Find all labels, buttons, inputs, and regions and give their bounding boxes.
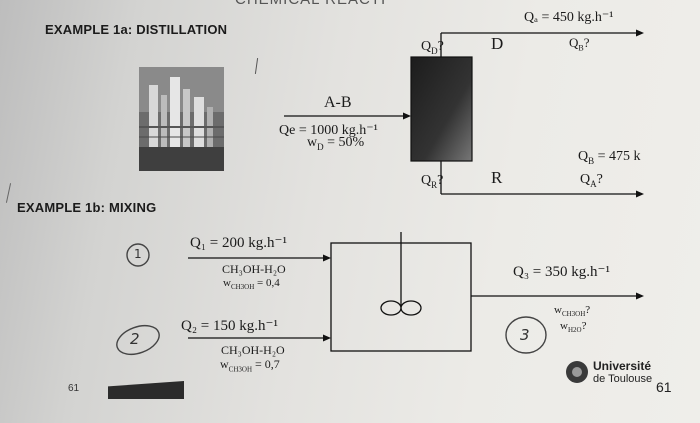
- stream2-fraction: wCH3OH = 0,7: [220, 357, 280, 374]
- page-number-right: 61: [656, 379, 672, 395]
- residue-qa: QA?: [580, 172, 603, 189]
- hand-number-3: 3: [520, 326, 530, 344]
- footer-bar: [108, 381, 184, 399]
- stream1-composition: CH₃OH-H₂O: [222, 262, 286, 276]
- feed-components: A-B: [324, 94, 352, 111]
- stream2-flow: Q₂ = 150 kg.h⁻¹: [181, 318, 278, 334]
- page-number-left: 61: [68, 383, 80, 394]
- residue-flow-unknown: QR?: [421, 173, 444, 190]
- column-bottom-label: R: [491, 168, 503, 187]
- hand-circle-3: [505, 316, 547, 354]
- university-name-line1: Université: [593, 359, 652, 373]
- stream2-composition: CH₃OH-H₂O: [221, 343, 285, 357]
- outlet-flow: Q₃ = 350 kg.h⁻¹: [513, 264, 610, 280]
- hand-number-2: 2: [130, 330, 140, 348]
- distillate-qa: Qₐ = 450 kg.h⁻¹: [524, 10, 614, 25]
- university-name-line2: de Toulouse: [593, 373, 653, 385]
- distillate-qb: QB?: [569, 35, 590, 53]
- distillation-plant-photo: [139, 67, 224, 171]
- distillate-flow-unknown: QD?: [421, 39, 444, 56]
- hand-circle-2: [116, 324, 160, 356]
- hand-number-1: 1: [134, 247, 142, 261]
- example1b-heading: EXAMPLE 1b: MIXING: [17, 200, 157, 215]
- column-top-label: D: [491, 34, 504, 53]
- stirrer-blade-left: [380, 300, 402, 316]
- top-cut-heading: CHEMICAL REACTI: [235, 0, 386, 8]
- feed-fraction: wD = 50%: [307, 135, 365, 152]
- outlet-fraction-water: wH2O?: [560, 320, 587, 335]
- stream1-flow: Q₁ = 200 kg.h⁻¹: [190, 235, 287, 251]
- example1a-heading: EXAMPLE 1a: DISTILLATION: [45, 22, 228, 37]
- stirrer-blade-right: [400, 300, 422, 316]
- stream1-fraction: wCH3OH = 0,4: [223, 277, 280, 292]
- hand-circle-1: [126, 243, 150, 267]
- university-logo-icon: [566, 361, 588, 383]
- feed-flow: Qe = 1000 kg.h⁻¹: [279, 123, 378, 138]
- residue-qb: QB = 475 k: [578, 149, 641, 166]
- outlet-fraction-methanol: wCH3OH?: [554, 304, 591, 319]
